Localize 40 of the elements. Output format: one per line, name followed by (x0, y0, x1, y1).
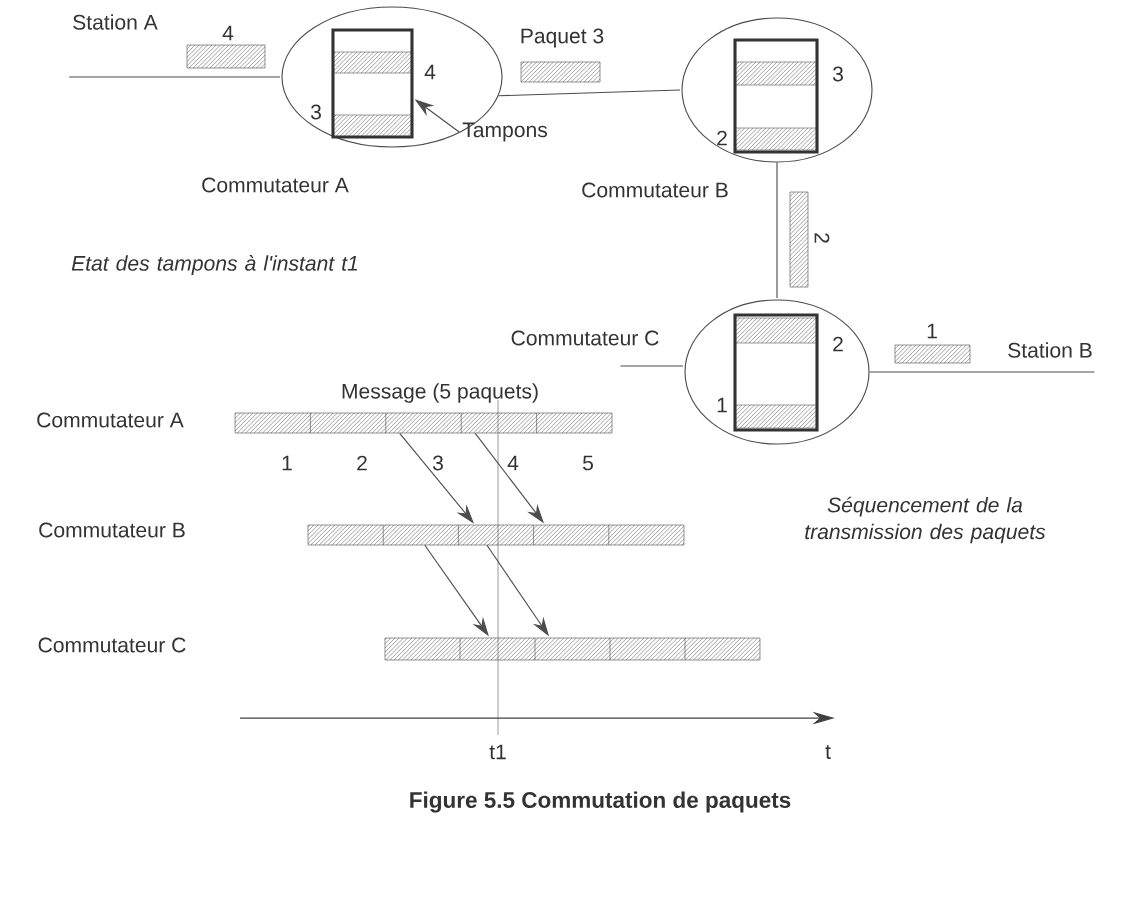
connection-line (776, 162, 778, 299)
packet-bar (307, 524, 685, 546)
slot-number: 4 (424, 64, 436, 80)
time-label: t (825, 745, 831, 759)
connection-line (869, 371, 1096, 373)
buffer-box (734, 317, 818, 344)
time-label: t1 (489, 744, 506, 760)
packet-label: 1 (927, 323, 937, 339)
buffer-box (734, 61, 818, 86)
packet-label: Paquet 3 (521, 28, 604, 48)
connection-line (68, 76, 281, 78)
packet-label: 2 (814, 233, 830, 243)
buffer-box (332, 51, 413, 74)
station-label: Tampons (462, 122, 547, 142)
slot-number: 2 (833, 336, 843, 352)
packet-number: 1 (282, 455, 292, 471)
node-label: Commutateur B (582, 182, 728, 198)
packet-number: 4 (507, 455, 519, 471)
packet-number: 3 (432, 455, 443, 471)
packet-label: 4 (222, 25, 234, 41)
slot-number: 2 (717, 130, 727, 146)
node-label: Commutateur C (511, 330, 659, 346)
row-label: Commutateur C (38, 637, 186, 653)
packet-label: Message (5 paquets) (342, 383, 538, 403)
station-label: Station A (73, 14, 158, 30)
packet-number: 2 (357, 455, 367, 471)
connection-line (619, 365, 684, 367)
row-label: Commutateur B (39, 522, 185, 538)
packet-bar (384, 637, 761, 661)
connection-line (498, 89, 681, 97)
slot-number: 3 (310, 104, 321, 120)
station-label: Station B (1008, 342, 1092, 358)
figure-caption: Figure 5.5 Commutation de paquets (410, 791, 791, 813)
slot-number: 1 (717, 397, 727, 413)
packet-number: 5 (583, 455, 593, 471)
slot-number: 3 (832, 66, 843, 82)
node-label: Commutateur A (202, 177, 349, 193)
state-title: Etat des tampons à l'instant t1 (71, 255, 358, 275)
row-label: Commutateur A (37, 412, 184, 428)
sequence-note: Séquencement de la transmission des paquets (805, 496, 1046, 544)
